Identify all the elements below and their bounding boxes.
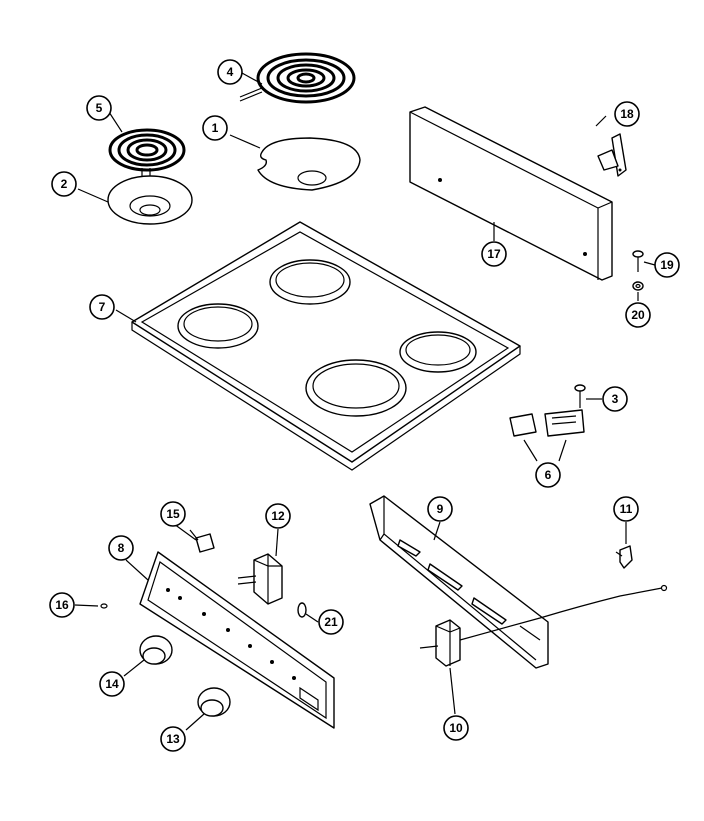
callout-8: 8	[108, 535, 134, 561]
callout-15: 15	[160, 501, 186, 527]
svg-text:11: 11	[620, 502, 633, 516]
callout-1: 1	[202, 115, 228, 141]
svg-text:15: 15	[166, 507, 180, 521]
callout-9: 9	[427, 496, 453, 522]
callout-17: 17	[481, 241, 507, 267]
large-drip-bowl	[257, 137, 361, 191]
callout-6: 6	[535, 462, 561, 488]
svg-text:8: 8	[118, 541, 125, 555]
callout-21: 21	[318, 609, 344, 635]
backguard	[409, 106, 613, 281]
svg-text:7: 7	[99, 300, 106, 314]
main-top	[131, 221, 521, 471]
indicator-lamp	[297, 602, 307, 618]
svg-text:19: 19	[660, 258, 674, 272]
knob-13	[197, 687, 231, 717]
large-surface-element	[239, 52, 356, 104]
svg-text:6: 6	[545, 468, 552, 482]
svg-text:13: 13	[166, 732, 180, 746]
callout-11: 11	[613, 496, 639, 522]
callout-19: 19	[654, 252, 680, 278]
clip-11	[615, 545, 633, 569]
control-panel	[139, 551, 335, 729]
small-drip-bowl	[107, 175, 193, 225]
leader-lines	[74, 72, 656, 731]
svg-text:20: 20	[631, 308, 645, 322]
screw-3	[574, 384, 586, 408]
thermostat	[419, 584, 668, 667]
svg-text:16: 16	[55, 598, 69, 612]
svg-text:12: 12	[271, 509, 285, 523]
callout-18: 18	[614, 101, 640, 127]
callout-5: 5	[86, 95, 112, 121]
svg-text:5: 5	[96, 101, 103, 115]
callout-10: 10	[443, 715, 469, 741]
callout-4: 4	[217, 59, 243, 85]
callout-16: 16	[49, 592, 75, 618]
svg-text:14: 14	[105, 677, 119, 691]
svg-text:2: 2	[61, 177, 68, 191]
control-bracket	[369, 495, 549, 669]
svg-text:18: 18	[620, 107, 634, 121]
callout-7: 7	[89, 294, 115, 320]
callout-3: 3	[602, 386, 628, 412]
callout-12: 12	[265, 503, 291, 529]
callout-2: 2	[51, 171, 77, 197]
callout-13: 13	[160, 726, 186, 752]
bracket	[597, 133, 627, 177]
svg-text:4: 4	[227, 65, 234, 79]
clip-16	[100, 603, 108, 609]
infinite-switch	[237, 553, 283, 605]
svg-text:1: 1	[212, 121, 219, 135]
callout-14: 14	[99, 671, 125, 697]
svg-text:3: 3	[612, 392, 619, 406]
terminal-block	[509, 409, 585, 437]
svg-text:17: 17	[487, 247, 501, 261]
svg-text:10: 10	[449, 721, 463, 735]
screw-19	[632, 250, 644, 272]
callout-20: 20	[625, 302, 651, 328]
knob-14	[139, 635, 173, 665]
svg-text:9: 9	[437, 502, 444, 516]
svg-text:21: 21	[324, 615, 338, 629]
nut	[632, 281, 644, 291]
switch	[189, 529, 215, 553]
